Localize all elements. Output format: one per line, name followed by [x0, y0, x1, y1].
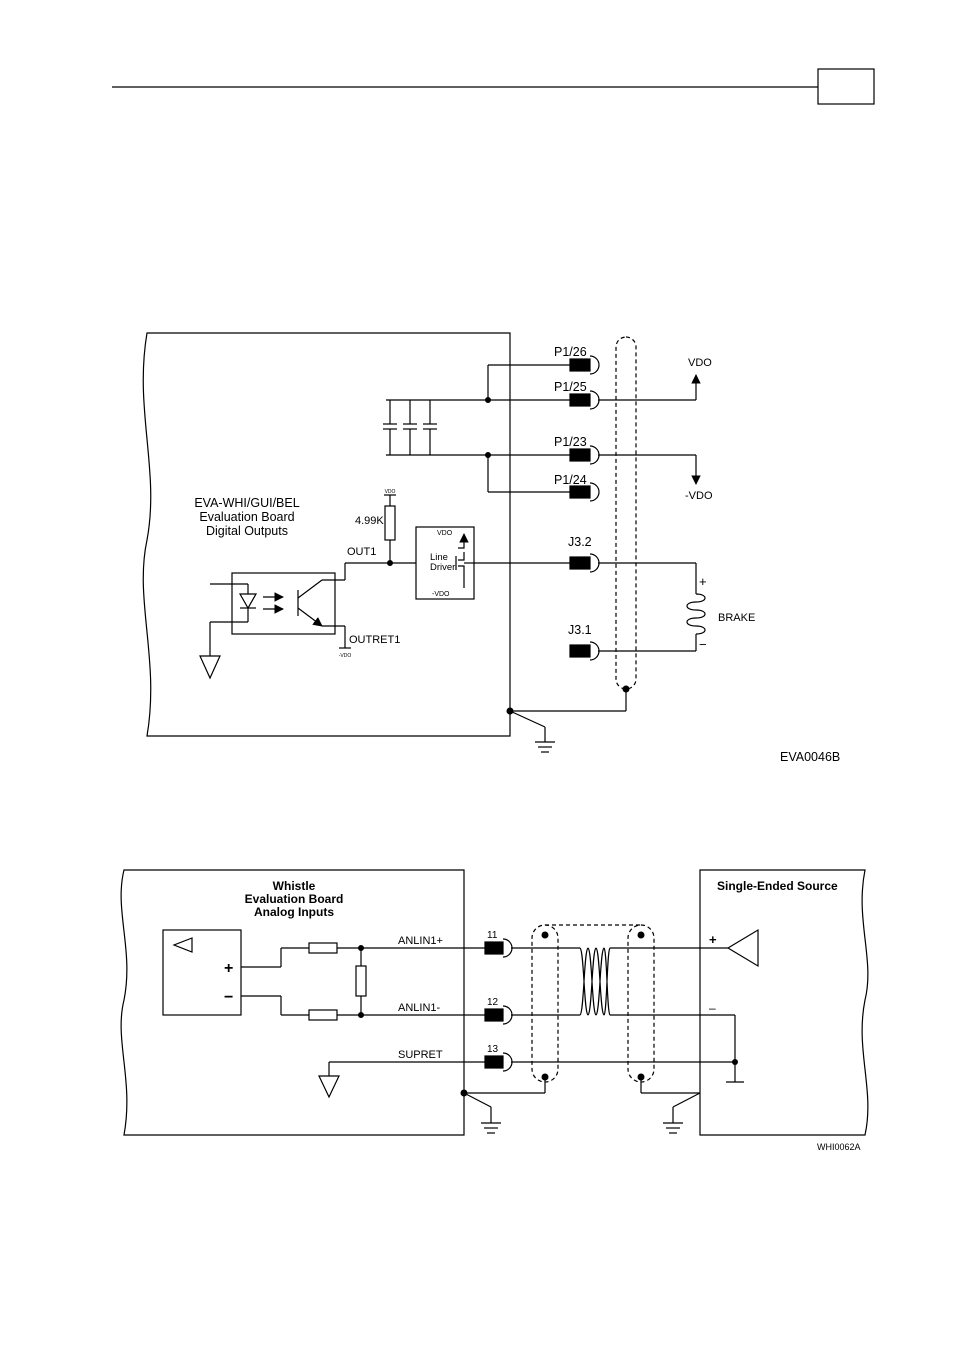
page-number-box	[818, 69, 874, 104]
pullup-resistor	[385, 506, 395, 540]
figure-id-1: EVA0046B	[780, 750, 840, 764]
board-title-line3: Digital Outputs	[206, 524, 288, 538]
line-driver-top-label: VDO	[437, 530, 453, 537]
brake-plus: +	[699, 574, 707, 589]
brake-label: BRAKE	[718, 612, 755, 624]
brake-minus: −	[699, 637, 707, 652]
connector-label-j3-2: J3.2	[568, 535, 592, 549]
board-title-line1: EVA-WHI/GUI/BEL	[194, 496, 299, 510]
figure-id-2: WHI0062A	[817, 1142, 861, 1152]
cable-shield	[616, 337, 636, 689]
pin-12: 12	[487, 997, 499, 1008]
opamp-minus: −	[224, 989, 233, 1006]
signal-supret: SUPRET	[398, 1049, 443, 1061]
vdo-label: VDO	[688, 357, 712, 369]
brake-coil	[687, 594, 705, 634]
source-amplifier	[728, 930, 758, 966]
twisted-pair	[580, 948, 610, 1015]
signal-anlin-neg: ANLIN1-	[398, 1002, 441, 1014]
source-minus: –	[709, 1001, 716, 1015]
input-resistor-pos	[309, 943, 337, 953]
input-resistor-diff	[356, 966, 366, 996]
signal-anlin-pos: ANLIN1+	[398, 935, 443, 947]
source-box-outline	[700, 870, 868, 1135]
line-driver-label-2: Driver	[430, 562, 455, 573]
junction-dots	[387, 397, 630, 715]
resistor-value-label: 4.99K	[355, 515, 384, 527]
decoupling-capacitors	[383, 400, 437, 455]
connector-label-j3-1: J3.1	[568, 623, 592, 637]
whistle-title-2: Evaluation Board	[245, 892, 344, 906]
junction-dots-analog	[358, 932, 738, 1097]
source-title: Single-Ended Source	[717, 879, 838, 893]
neg-vdo-label: -VDO	[685, 490, 713, 502]
line-driver-bottom-label: -VDO	[432, 591, 450, 598]
connector-label-p1-25: P1/25	[554, 380, 587, 394]
whistle-title-1: Whistle	[273, 879, 316, 893]
connector-label-p1-26: P1/26	[554, 345, 587, 359]
connector-label-p1-23: P1/23	[554, 435, 587, 449]
connector-label-p1-24: P1/24	[554, 473, 587, 487]
pin-13: 13	[487, 1044, 499, 1055]
input-resistor-neg	[309, 1010, 337, 1020]
whistle-title-3: Analog Inputs	[254, 905, 334, 919]
digital-outputs-diagram	[143, 333, 705, 752]
opamp-plus: +	[224, 960, 233, 977]
board-title-line2: Evaluation Board	[199, 510, 294, 524]
outret-supply-label: -VDO	[339, 653, 352, 659]
pin-11: 11	[487, 930, 498, 941]
board-outline	[143, 333, 510, 736]
resistor-supply-label: VDO	[385, 489, 396, 495]
outret1-label: OUTRET1	[349, 634, 400, 646]
source-plus: +	[709, 932, 717, 947]
out1-label: OUT1	[347, 546, 376, 558]
